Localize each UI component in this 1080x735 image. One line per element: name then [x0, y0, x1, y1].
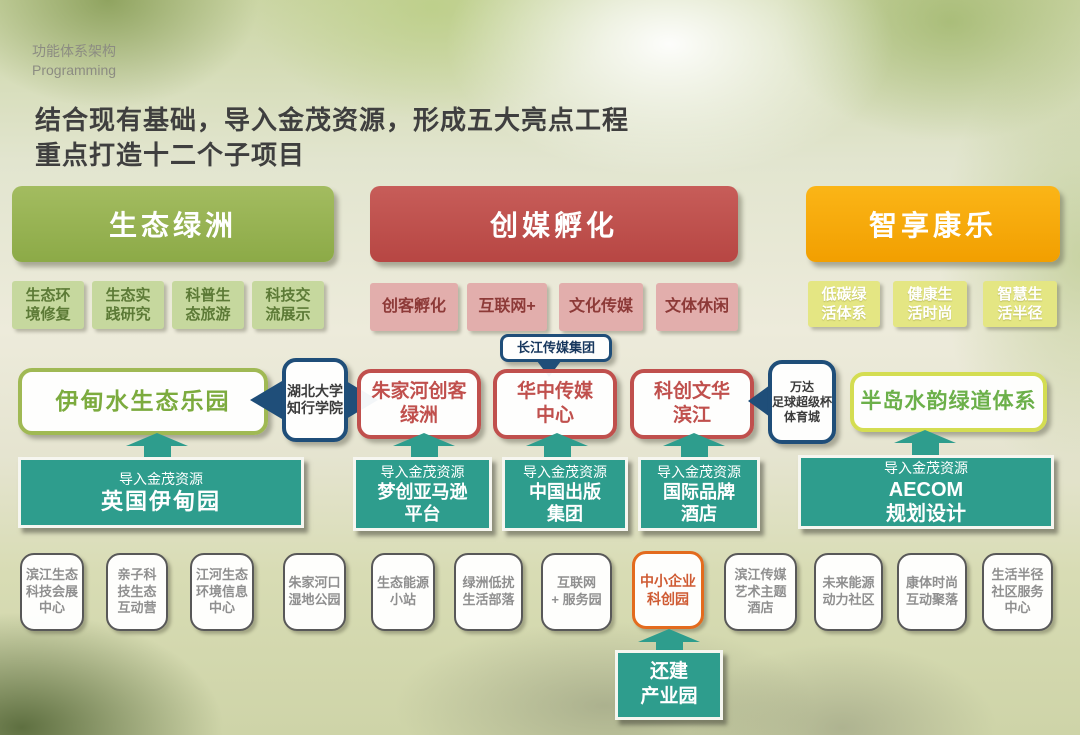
project-family-science-camp: 亲子科 技生态 互动营: [106, 553, 168, 631]
project-future-energy-community: 未来能源 动力社区: [814, 553, 883, 631]
title-line-2: 重点打造十二个子项目: [35, 140, 306, 170]
eyebrow: 功能体系架构 Programming: [32, 42, 116, 80]
node-eden-park: 伊甸水生态乐园: [18, 368, 268, 435]
node-kechuang-binjiang: 科创文华 滨江: [630, 369, 754, 439]
resource-china-publishing: 导入金茂资源 中国出版 集团: [502, 457, 628, 531]
node-bandao-greenway: 半岛水韵绿道体系: [850, 372, 1047, 432]
sub-smart-radius: 智慧生 活半径: [983, 281, 1057, 327]
connector-up-arrow: [392, 433, 456, 459]
sub-eco-practice: 生态实 践研究: [92, 281, 164, 329]
project-sme-tech-park: 中小企业 科创园: [632, 551, 704, 629]
resource-name: AECOM 规划设计: [886, 479, 966, 525]
project-binjiang-expo: 滨江生态 科技会展 中心: [20, 553, 84, 631]
sub-healthy-life: 健康生 活时尚: [893, 281, 967, 327]
project-internet-service-park: 互联网 + 服务园: [541, 553, 612, 631]
resource-tag: 导入金茂资源: [884, 460, 968, 476]
node-zhujiahe-oasis: 朱家河创客 绿洲: [357, 369, 481, 439]
project-life-radius-service-center: 生活半径 社区服务 中心: [982, 553, 1053, 631]
resource-name: 中国出版 集团: [529, 482, 601, 524]
sub-sports-leisure: 文体休闲: [656, 283, 738, 331]
title-line-1: 结合现有基础，导入金茂资源，形成五大亮点工程: [35, 105, 630, 135]
node-huanjian-industrial-park: 还建 产业园: [615, 650, 723, 720]
arrow-left-small-icon: [748, 385, 770, 417]
node-hubei-university: 湖北大学 知行学院: [282, 358, 348, 442]
pillar-smart-leisure: 智享康乐: [806, 186, 1060, 262]
project-oasis-low-impact-tribe: 绿洲低扰 生活部落: [454, 553, 523, 631]
resource-tag: 导入金茂资源: [523, 464, 607, 481]
sub-low-carbon: 低碳绿 活体系: [808, 281, 880, 327]
project-river-eco-info-center: 江河生态 环境信息 中心: [190, 553, 254, 631]
resource-tag: 导入金茂资源: [657, 464, 741, 481]
eyebrow-cn: 功能体系架构: [32, 43, 116, 59]
resource-amazon-platform: 导入金茂资源 梦创亚马逊 平台: [353, 457, 492, 531]
resource-eden-uk: 导入金茂资源 英国伊甸园: [18, 457, 304, 528]
project-media-art-hotel: 滨江传媒 艺术主题 酒店: [724, 553, 797, 631]
sub-maker-incubation: 创客孵化: [370, 283, 458, 331]
resource-tag: 导入金茂资源: [119, 471, 203, 488]
connector-up-arrow: [893, 430, 957, 457]
sub-eco-restore: 生态环 境修复: [12, 281, 84, 329]
node-changjiang-media: 长江传媒集团: [500, 334, 612, 362]
project-fitness-fashion-cluster: 康体时尚 互动聚落: [897, 553, 967, 631]
connector-up-arrow: [125, 433, 189, 459]
project-eco-energy-station: 生态能源 小站: [371, 553, 435, 631]
connector-up-arrow: [637, 629, 701, 652]
node-huazhong-media-center: 华中传媒 中心: [493, 369, 617, 439]
connector-up-arrow: [525, 433, 589, 459]
sub-culture-media: 文化传媒: [559, 283, 643, 331]
resource-aecom: 导入金茂资源 AECOM 规划设计: [798, 455, 1054, 529]
resource-name: 英国伊甸园: [100, 489, 221, 515]
sub-tech-exhibit: 科技交 流展示: [252, 281, 324, 329]
resource-intl-hotel: 导入金茂资源 国际品牌 酒店: [638, 457, 760, 531]
sub-eco-tourism: 科普生 态旅游: [172, 281, 244, 329]
pillar-eco-oasis: 生态绿洲: [12, 186, 334, 262]
resource-name: 国际品牌 酒店: [663, 482, 735, 524]
eyebrow-en: Programming: [32, 61, 117, 78]
arrow-left-icon: [250, 381, 282, 419]
sub-internet-plus: 互联网+: [467, 283, 547, 331]
resource-tag: 导入金茂资源: [380, 464, 465, 481]
project-zhujiahe-wetland-park: 朱家河口 湿地公园: [283, 553, 346, 631]
connector-up-arrow: [662, 433, 726, 459]
pillar-media-incubation: 创媒孵化: [370, 186, 738, 262]
resource-name: 梦创亚马逊 平台: [377, 482, 468, 524]
node-wanda-sports-city: 万达 足球超级杯 体育城: [768, 360, 836, 444]
